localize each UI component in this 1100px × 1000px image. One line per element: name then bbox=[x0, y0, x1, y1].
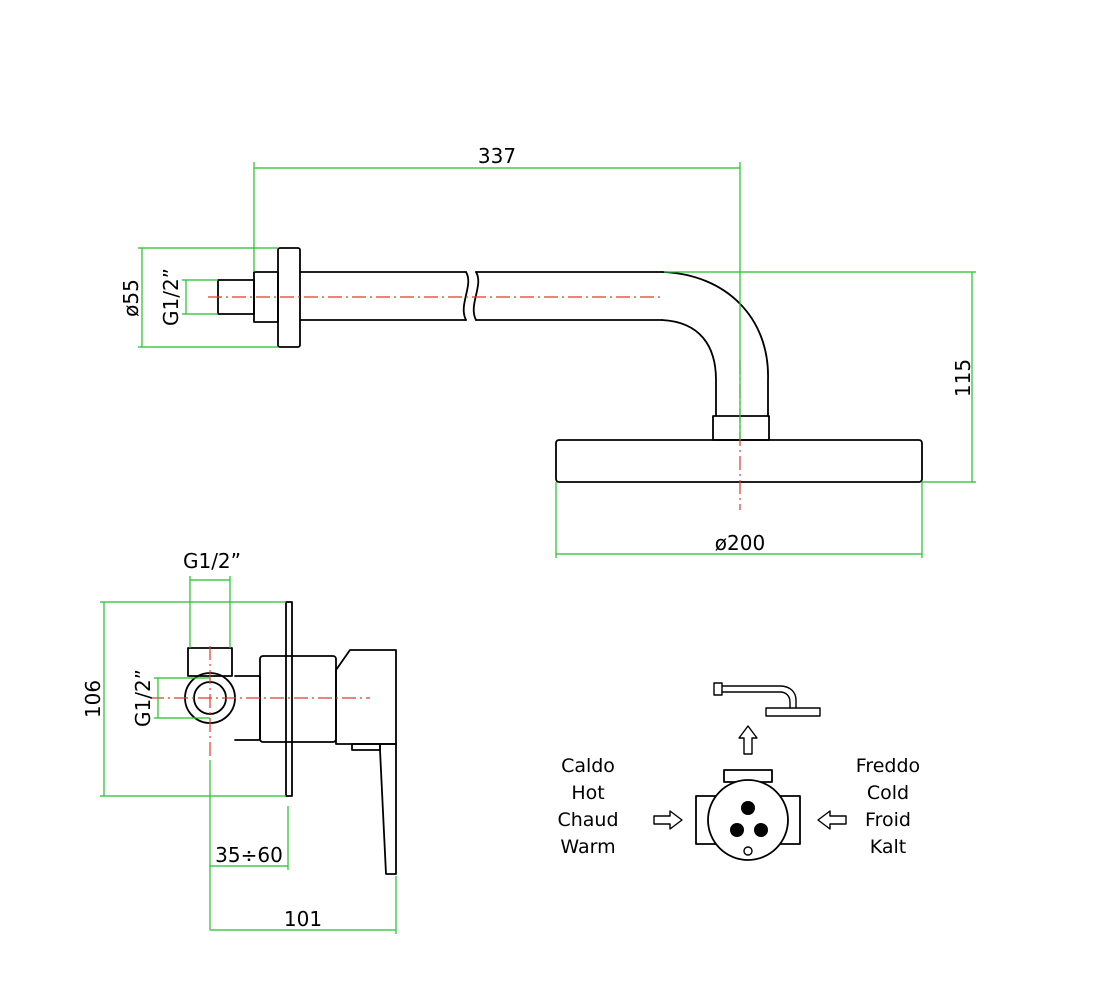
outlet-arrow-up bbox=[738, 725, 758, 755]
mixer-lever bbox=[379, 743, 397, 875]
valve-port-right bbox=[754, 823, 768, 837]
shower-outlet-icon bbox=[713, 682, 821, 717]
hot-label-en: Hot bbox=[571, 782, 604, 804]
hot-inlet-arrow bbox=[653, 810, 683, 830]
cold-label-fr: Froid bbox=[865, 809, 911, 831]
mixer-drawing: G1/2” G1/2” 106 35÷60 101 bbox=[81, 549, 397, 934]
mixer-lever-base bbox=[351, 743, 381, 751]
arm-tube-break-left bbox=[462, 271, 470, 321]
dim-337-label: 337 bbox=[478, 144, 516, 168]
hot-label-de: Warm bbox=[560, 836, 615, 858]
mixer-body-link bbox=[234, 675, 261, 741]
arm-elbow-inner bbox=[661, 319, 717, 417]
dim-arm-thread-label: G1/2” bbox=[159, 268, 183, 326]
dim-o55-line bbox=[138, 247, 278, 348]
dim-mixer-thread-top-line bbox=[189, 576, 231, 648]
dim-35-60-label: 35÷60 bbox=[215, 843, 283, 867]
valve-port-left bbox=[730, 823, 744, 837]
hot-label-it: Caldo bbox=[561, 755, 615, 777]
dim-o200-label: ø200 bbox=[715, 531, 765, 555]
cold-label-en: Cold bbox=[867, 782, 909, 804]
dim-o200-line bbox=[555, 482, 923, 558]
shower-head bbox=[555, 439, 923, 483]
flow-schematic: Caldo Hot Chaud Warm Freddo Cold Froid K… bbox=[557, 682, 920, 861]
dim-101-label: 101 bbox=[284, 907, 322, 931]
dim-arm-thread-line bbox=[182, 279, 218, 315]
dim-35-60-line bbox=[209, 760, 289, 930]
dim-mixer-thread-side-label: G1/2” bbox=[131, 669, 155, 727]
mixer-handle-body bbox=[335, 649, 397, 745]
mixer-escutcheon bbox=[259, 655, 337, 743]
cold-inlet-arrow bbox=[817, 810, 847, 830]
dim-mixer-thread-side-line bbox=[154, 677, 210, 719]
dim-337-line bbox=[253, 162, 741, 440]
valve-port-top bbox=[741, 801, 755, 815]
dim-101-line bbox=[210, 876, 397, 934]
arm-elbow-outer bbox=[661, 271, 769, 417]
dim-mixer-thread-top-label: G1/2” bbox=[183, 549, 241, 573]
dim-115-line bbox=[664, 271, 976, 483]
dim-106-label: 106 bbox=[81, 680, 105, 718]
head-connector bbox=[712, 415, 770, 441]
valve-body bbox=[695, 769, 801, 861]
shower-arm-drawing: 337 ø55 G1/2” 115 ø200 bbox=[119, 144, 976, 558]
dim-115-label: 115 bbox=[951, 359, 975, 397]
dim-106-line bbox=[100, 601, 286, 797]
arm-tube-break-right bbox=[472, 271, 480, 321]
cold-label-it: Freddo bbox=[856, 755, 920, 777]
cold-label-de: Kalt bbox=[870, 836, 907, 858]
dim-o55-label: ø55 bbox=[119, 279, 143, 317]
mixer-wall-plate bbox=[285, 601, 293, 797]
hot-label-fr: Chaud bbox=[557, 809, 618, 831]
